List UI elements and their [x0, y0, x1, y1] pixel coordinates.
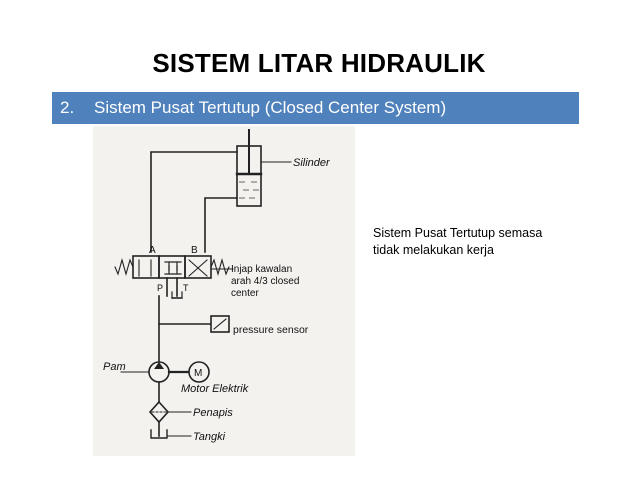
caption-line-2: tidak melakukan kerja: [373, 243, 494, 257]
caption-line-1: Sistem Pusat Tertutup semasa: [373, 226, 543, 240]
label-valve-3: center: [231, 288, 259, 299]
motor-circle: [188, 361, 210, 383]
circuit-svg: Silinder A B P T Injap kawalan arah 4/3 …: [103, 129, 331, 443]
label-port-b: B: [191, 245, 198, 256]
line-a: [150, 151, 238, 253]
spring-left: [114, 257, 134, 277]
line-b: [204, 197, 238, 253]
tank-symbol: [150, 429, 168, 439]
label-motor: Motor Elektrik: [181, 383, 249, 395]
valve-center-box: [158, 255, 186, 279]
diagram-caption: Sistem Pusat Tertutup semasa tidak melak…: [373, 225, 593, 259]
section-title: Sistem Pusat Tertutup (Closed Center Sys…: [94, 98, 447, 117]
label-valve-1: Injap kawalan: [231, 264, 292, 275]
label-port-a: A: [149, 245, 156, 256]
label-port-t: T: [183, 283, 189, 293]
valve-left-box: [132, 255, 160, 279]
label-port-p: P: [157, 283, 163, 293]
label-tangki: Tangki: [193, 431, 226, 443]
section-header: 2. Sistem Pusat Tertutup (Closed Center S…: [52, 92, 579, 124]
label-motor-symbol: M: [194, 368, 202, 379]
slide-title: SISTEM LITAR HIDRAULIK: [152, 48, 486, 78]
hydraulic-circuit-diagram: Silinder A B P T Injap kawalan arah 4/3 …: [93, 126, 355, 456]
spring-right: [210, 257, 230, 277]
label-penapis: Penapis: [193, 407, 233, 419]
label-pressure-sensor: pressure sensor: [233, 324, 309, 336]
label-pam: Pam: [103, 361, 126, 373]
section-number: 2.: [60, 98, 75, 117]
label-silinder: Silinder: [293, 157, 331, 169]
label-valve-2: arah 4/3 closed: [231, 276, 299, 287]
